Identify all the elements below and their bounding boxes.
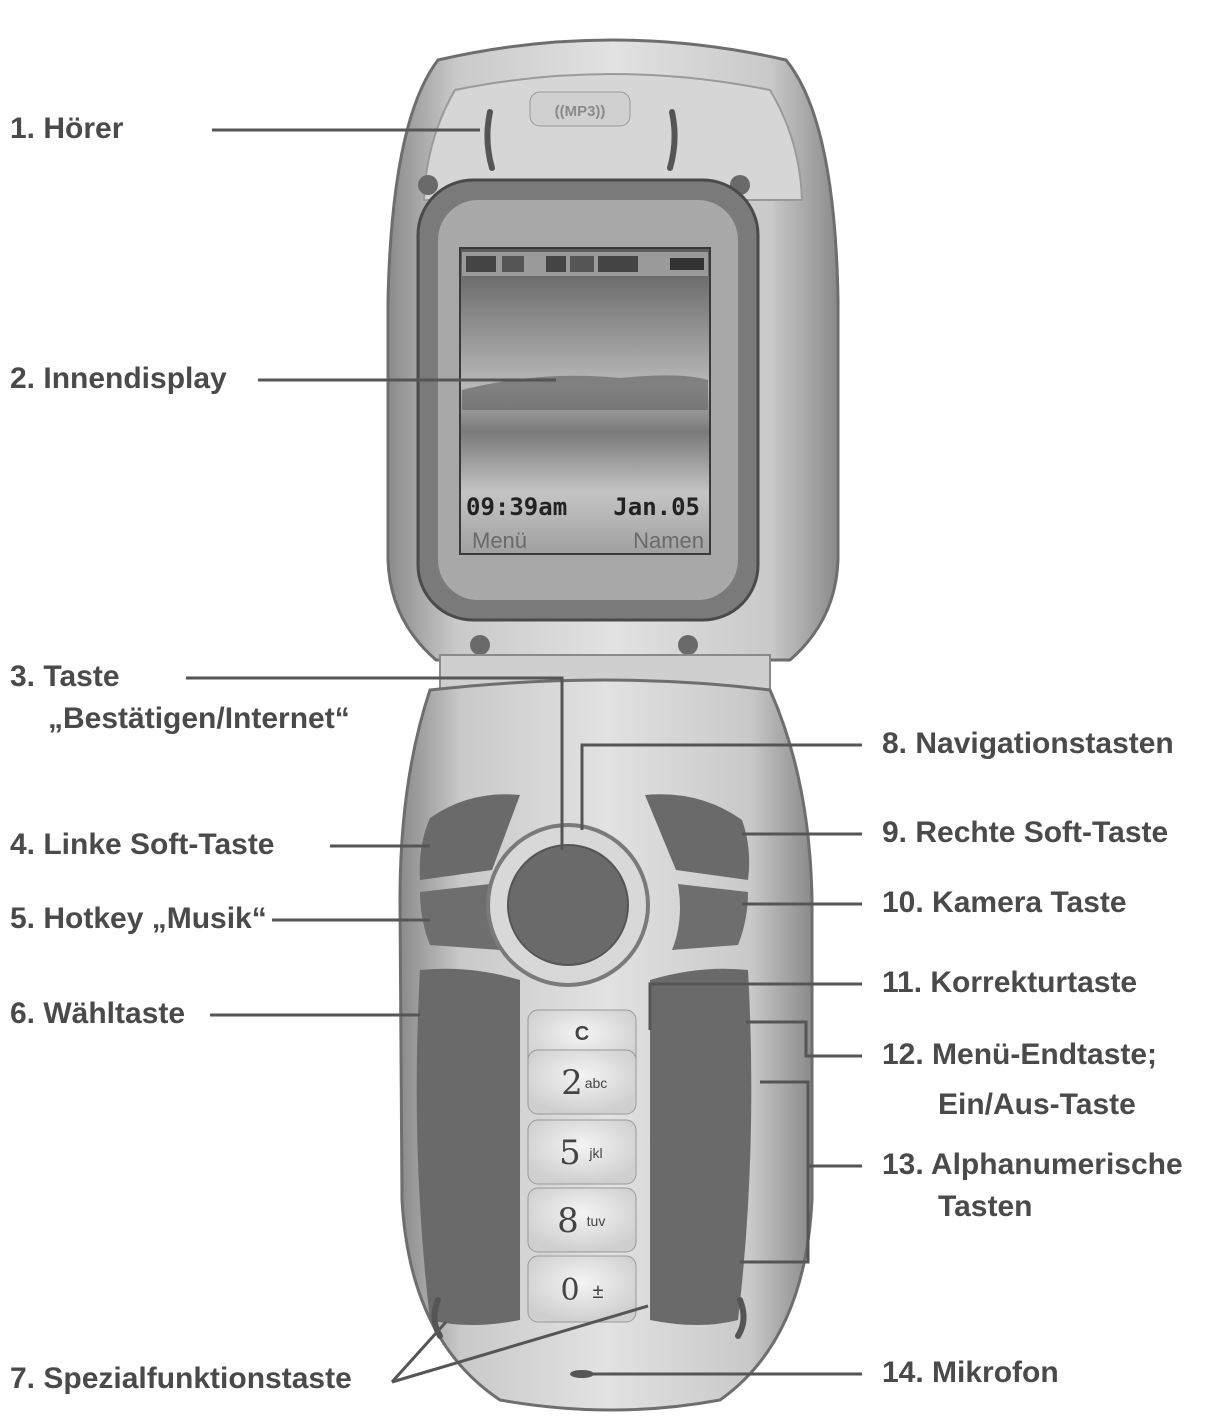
- key-2[interactable]: [527, 1049, 637, 1115]
- label-left-soft-key: 4. Linke Soft-Taste: [10, 828, 275, 861]
- send-key[interactable]: [416, 968, 520, 1325]
- status-bar: [466, 256, 704, 272]
- key-8[interactable]: [527, 1187, 637, 1253]
- call-icon: [502, 256, 524, 272]
- screw-icon: [678, 635, 698, 655]
- label-send-key: 6. Wähltaste: [10, 997, 186, 1030]
- key-0-letters: ±: [593, 1281, 604, 1303]
- key-0-digit: 0: [560, 1273, 579, 1308]
- upper-flip: ((MP3)) 09:39am Jan.05: [386, 38, 840, 662]
- screw-icon: [418, 175, 438, 195]
- left-soft-key[interactable]: [419, 794, 520, 880]
- key-5-digit: 5: [559, 1133, 581, 1173]
- callout-3: [186, 676, 564, 850]
- key-0[interactable]: [527, 1255, 637, 1323]
- softkey-right-label: Namen: [633, 528, 704, 553]
- right-soft-key[interactable]: [645, 794, 750, 880]
- softkey-left-label: Menü: [472, 528, 527, 553]
- special-function-key[interactable]: [735, 1297, 747, 1339]
- camera-key[interactable]: [672, 884, 748, 950]
- music-hotkey[interactable]: [420, 884, 500, 950]
- label-camera-key: 10. Kamera Taste: [882, 886, 1127, 919]
- key-8-digit: 8: [557, 1201, 579, 1241]
- label-power-key: Ein/Aus-Taste: [938, 1088, 1136, 1121]
- keypad: C 2 abc 5 jkl 8 tuv 0 ±: [527, 1009, 637, 1323]
- screen-date: Jan.05: [613, 493, 700, 521]
- message-icon: [546, 256, 566, 272]
- special-function-key[interactable]: [431, 1297, 443, 1339]
- label-right-soft-key: 9. Rechte Soft-Taste: [882, 816, 1169, 849]
- end-power-key[interactable]: [650, 968, 752, 1325]
- battery-icon: [670, 258, 704, 270]
- memo-icon: [570, 256, 594, 272]
- alarm-icon: [598, 256, 638, 272]
- label-navigation-keys: 8. Navigationstasten: [882, 727, 1174, 760]
- callout-13-bracket: [740, 1080, 810, 1264]
- key-5[interactable]: [527, 1119, 637, 1185]
- screw-icon: [470, 635, 490, 655]
- microphone-icon: [570, 1370, 594, 1378]
- callout-8: [580, 743, 862, 830]
- label-inner-display: 2. Innendisplay: [10, 362, 227, 395]
- mp3-logo-text: ((MP3)): [555, 103, 606, 120]
- label-ok-key: 3. Taste: [10, 660, 120, 693]
- callout-7b: [391, 1304, 649, 1384]
- label-alphanumeric-keys-sub: Tasten: [938, 1190, 1033, 1223]
- callout-11: [648, 982, 862, 1030]
- inner-display: 09:39am Jan.05 Menü Namen: [459, 247, 711, 555]
- ok-internet-key[interactable]: [507, 844, 629, 966]
- key-2-digit: 2: [561, 1063, 583, 1103]
- label-microphone: 14. Mikrofon: [882, 1356, 1059, 1389]
- signal-icon: [466, 256, 496, 272]
- mp3-logo: ((MP3)): [529, 91, 631, 127]
- screen-time: 09:39am: [466, 493, 567, 521]
- callout-12: [746, 1020, 862, 1058]
- label-music-hotkey: 5. Hotkey „Musik“: [10, 902, 267, 935]
- earpiece-right: [667, 109, 678, 171]
- callout-lines: [186, 128, 862, 1384]
- key-clear-label: C: [575, 1023, 589, 1045]
- key-2-letters: abc: [585, 1075, 608, 1091]
- key-5-letters: jkl: [588, 1145, 602, 1161]
- earpiece-left: [484, 109, 495, 171]
- lower-body: C 2 abc 5 jkl 8 tuv 0 ±: [398, 678, 814, 1412]
- label-alphanumeric-keys: 13. Alphanumerische: [882, 1148, 1183, 1181]
- label-clear-key: 11. Korrekturtaste: [882, 966, 1138, 999]
- label-special-function-key: 7. Spezialfunktionstaste: [10, 1362, 352, 1395]
- label-earpiece: 1. Hörer: [10, 112, 124, 145]
- callout-7a: [390, 1320, 448, 1384]
- label-ok-key-sub: „Bestätigen/Internet“: [48, 702, 350, 735]
- label-end-key: 12. Menü-Endtaste;: [882, 1038, 1158, 1071]
- key-8-letters: tuv: [587, 1213, 606, 1229]
